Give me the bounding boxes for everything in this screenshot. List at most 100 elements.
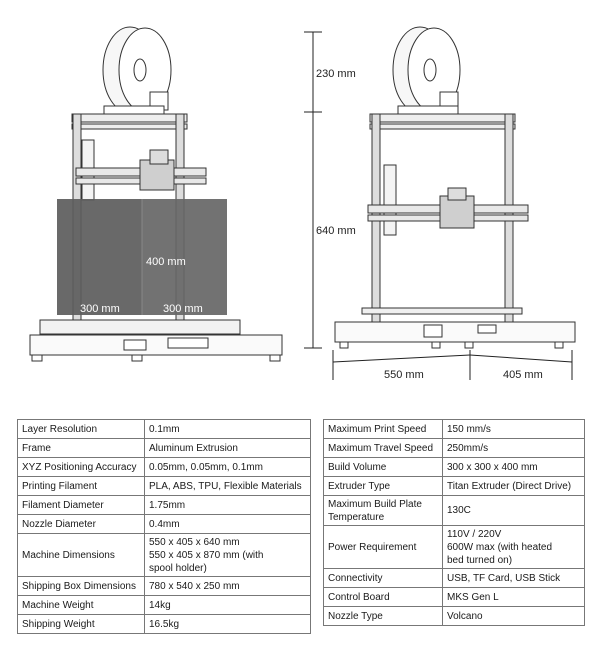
spec-value-line: 600W max (with heated (447, 541, 553, 553)
spec-label-line: Maximum Print Speed (328, 423, 427, 435)
spec-row: Nozzle Type Volcano (323, 606, 585, 626)
spec-value: PLA, ABS, TPU, Flexible Materials (144, 476, 311, 496)
frame-height-label: 640 mm (316, 225, 356, 237)
spec-value: Aluminum Extrusion (144, 438, 311, 458)
spec-value-line: 0.4mm (149, 518, 180, 530)
spec-value: 250mm/s (442, 438, 585, 458)
spec-value: MKS Gen L (442, 587, 585, 607)
spec-row: Filament Diameter 1.75mm (17, 495, 311, 515)
spec-value: 16.5kg (144, 614, 311, 634)
spec-label-line: Temperature (328, 511, 385, 523)
depth-label: 405 mm (503, 369, 543, 381)
spec-value: 0.1mm (144, 419, 311, 439)
spec-value: 14kg (144, 595, 311, 615)
spec-label-line: Power Requirement (328, 541, 417, 553)
spec-row: Layer Resolution 0.1mm (17, 419, 311, 439)
spec-row: XYZ Positioning Accuracy 0.05mm, 0.05mm, … (17, 457, 311, 477)
spec-row: Maximum Travel Speed 250mm/s (323, 438, 585, 458)
spec-value: 130C (442, 495, 585, 526)
spec-row: Frame Aluminum Extrusion (17, 438, 311, 458)
spec-label: Build Volume (323, 457, 443, 477)
build-volume-cube (57, 199, 227, 315)
spec-value-line: Volcano (447, 610, 483, 622)
spec-label: Filament Diameter (17, 495, 145, 515)
build-width-label: 300 mm (80, 303, 120, 315)
spec-row: Printing Filament PLA, ABS, TPU, Flexible… (17, 476, 311, 496)
spec-value-line: Aluminum Extrusion (149, 442, 238, 454)
spec-label: Machine Dimensions (17, 533, 145, 577)
spec-row: Machine Weight 14kg (17, 595, 311, 615)
spec-value-line: 780 x 540 x 250 mm (149, 580, 240, 592)
spool-height-label: 230 mm (316, 68, 356, 80)
spec-value-line: 14kg (149, 599, 171, 611)
spec-value-line: 550 x 405 x 870 mm (with (149, 549, 264, 561)
spec-label: Printing Filament (17, 476, 145, 496)
spec-row: Shipping Box Dimensions 780 x 540 x 250 m… (17, 576, 311, 596)
spec-row: Maximum Print Speed 150 mm/s (323, 419, 585, 439)
spec-value: 1.75mm (144, 495, 311, 515)
spec-label-line: Maximum Build Plate (328, 498, 422, 510)
spec-value-line: Titan Extruder (Direct Drive) (447, 480, 572, 492)
left-printer-illustration (29, 26, 283, 362)
right-printer-illustration (334, 26, 576, 349)
spec-label: Connectivity (323, 568, 443, 588)
build-depth-label: 300 mm (163, 303, 203, 315)
spec-label-line: Nozzle Type (328, 610, 383, 622)
spec-row: Build Volume 300 x 300 x 400 mm (323, 457, 585, 477)
spec-value-line: 250mm/s (447, 442, 489, 454)
spec-row: Shipping Weight 16.5kg (17, 614, 311, 634)
spec-label: Maximum Travel Speed (323, 438, 443, 458)
spec-label-line: Build Volume (328, 461, 387, 473)
spec-value-line: 550 x 405 x 640 mm (149, 536, 240, 548)
spec-value-line: MKS Gen L (447, 591, 499, 603)
spec-value-line: USB, TF Card, USB Stick (447, 572, 561, 584)
spec-value-line: bed turned on) (447, 554, 513, 566)
printer-dimension-diagram: 400 mm 300 mm 300 mm 230 mm 640 mm (29, 26, 576, 381)
spec-value-line: 300 x 300 x 400 mm (447, 461, 538, 473)
horizontal-dimension-line (332, 350, 573, 380)
spec-label: XYZ Positioning Accuracy (17, 457, 145, 477)
spec-row: Extruder Type Titan Extruder (Direct Driv… (323, 476, 585, 496)
spec-label-line: Extruder Type (328, 480, 391, 492)
spec-value-line: spool holder) (149, 562, 207, 574)
spec-row: Control Board MKS Gen L (323, 587, 585, 607)
spec-value-line: 0.05mm, 0.05mm, 0.1mm (149, 461, 263, 473)
spec-label: Frame (17, 438, 145, 458)
spec-label: Nozzle Diameter (17, 514, 145, 534)
spec-label-line: Maximum Travel Speed (328, 442, 434, 454)
spec-value: 780 x 540 x 250 mm (144, 576, 311, 596)
vertical-dimension-line (304, 31, 322, 349)
spec-value-line: PLA, ABS, TPU, Flexible Materials (149, 480, 302, 492)
spec-row: Nozzle Diameter 0.4mm (17, 514, 311, 534)
spec-value-line: 1.75mm (149, 499, 186, 511)
spec-label-line: Control Board (328, 591, 390, 603)
spec-label: Machine Weight (17, 595, 145, 615)
spec-label: Maximum Print Speed (323, 419, 443, 439)
spec-value: 150 mm/s (442, 419, 585, 439)
spec-value-line: 130C (447, 505, 471, 516)
build-height-label: 400 mm (146, 256, 186, 268)
spec-value: Titan Extruder (Direct Drive) (442, 476, 585, 496)
spec-value: 300 x 300 x 400 mm (442, 457, 585, 477)
spec-value-line: 16.5kg (149, 618, 180, 630)
spec-value-line: 0.1mm (149, 423, 180, 435)
spec-label: Extruder Type (323, 476, 443, 496)
spec-value-line: 110V / 220V (447, 528, 502, 540)
spec-label: Nozzle Type (323, 606, 443, 626)
spec-label: Shipping Weight (17, 614, 145, 634)
spec-label: Layer Resolution (17, 419, 145, 439)
spec-value: 0.05mm, 0.05mm, 0.1mm (144, 457, 311, 477)
spec-row: Connectivity USB, TF Card, USB Stick (323, 568, 585, 588)
spec-label-line: Connectivity (328, 572, 383, 584)
spec-label: Shipping Box Dimensions (17, 576, 145, 596)
spec-value: 0.4mm (144, 514, 311, 534)
width-label: 550 mm (384, 369, 424, 381)
spec-value-line: 150 mm/s (447, 423, 491, 435)
